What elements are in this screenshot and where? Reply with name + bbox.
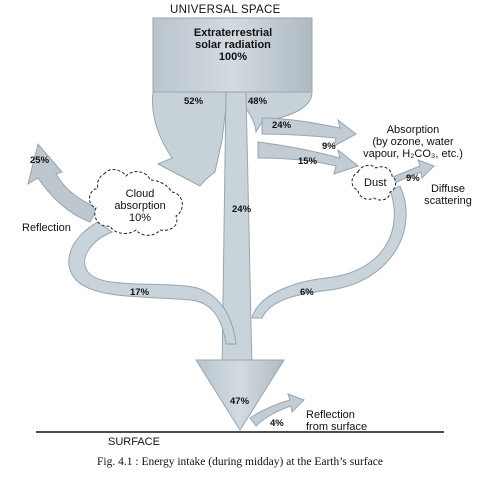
diffuse-line1: Diffuse [430, 183, 466, 195]
absorption-label: Absorption (by ozone, water vapour, H₂CO… [350, 124, 476, 160]
dust-outline [351, 164, 397, 201]
surface-reflection-line1: Reflection [306, 409, 355, 421]
cloud-label: Cloud absorption 10% [100, 188, 180, 224]
source-line1: Extraterrestrial [193, 27, 273, 39]
absorption-line3: vapour, H₂CO₃, etc.) [363, 148, 463, 160]
left-branch-arrow [151, 91, 229, 187]
absorption-line1: Absorption [386, 124, 440, 136]
cloud-line1: Cloud [125, 188, 155, 200]
diffuse-line2: scattering [424, 195, 472, 207]
pct-6: 6% [300, 287, 314, 298]
cloud-outline [89, 169, 183, 236]
absorption-arrow [261, 117, 357, 147]
pct-24-right: 24% [272, 120, 292, 131]
pct-48: 48% [248, 96, 268, 107]
surface-reflection-arrow [249, 393, 305, 427]
pct-4: 4% [270, 418, 284, 429]
surface-reflection-line2: from surface [306, 421, 368, 433]
reflection-arrow [27, 142, 99, 223]
figure-caption: Fig. 4.1 : Energy intake (during midday)… [97, 456, 383, 468]
pct-24-direct: 24% [232, 204, 252, 215]
source-line2: solar radiation [195, 39, 271, 51]
diffuse-label: Diffuse scattering [418, 183, 478, 207]
reflection-label: Reflection [22, 222, 71, 234]
universal-space-label: UNIVERSAL SPACE [170, 4, 281, 16]
surface-label: SURFACE [108, 436, 160, 448]
pct-9-absorption: 9% [322, 141, 336, 152]
surface-reflection-label: Reflection from surface [306, 409, 367, 433]
pct-15: 15% [298, 156, 318, 167]
cloud-line2: absorption [114, 200, 166, 212]
pct-52: 52% [184, 96, 204, 107]
pct-47: 47% [230, 396, 250, 407]
pct-9-diffuse: 9% [406, 173, 420, 184]
cloud-line3: 10% [128, 212, 152, 224]
source-label: Extraterrestrial solar radiation 100% [158, 27, 308, 63]
dust-label: Dust [364, 177, 387, 189]
left-diffuse-arrow [68, 221, 237, 345]
diffuse-return-arrow [251, 185, 407, 319]
pct-17: 17% [130, 287, 150, 298]
source-line3: 100% [218, 51, 248, 63]
surface-arrowhead [195, 359, 285, 431]
absorption-line2: (by ozone, water [372, 136, 454, 148]
pct-25: 25% [30, 155, 50, 166]
dust-arrow [257, 141, 360, 175]
